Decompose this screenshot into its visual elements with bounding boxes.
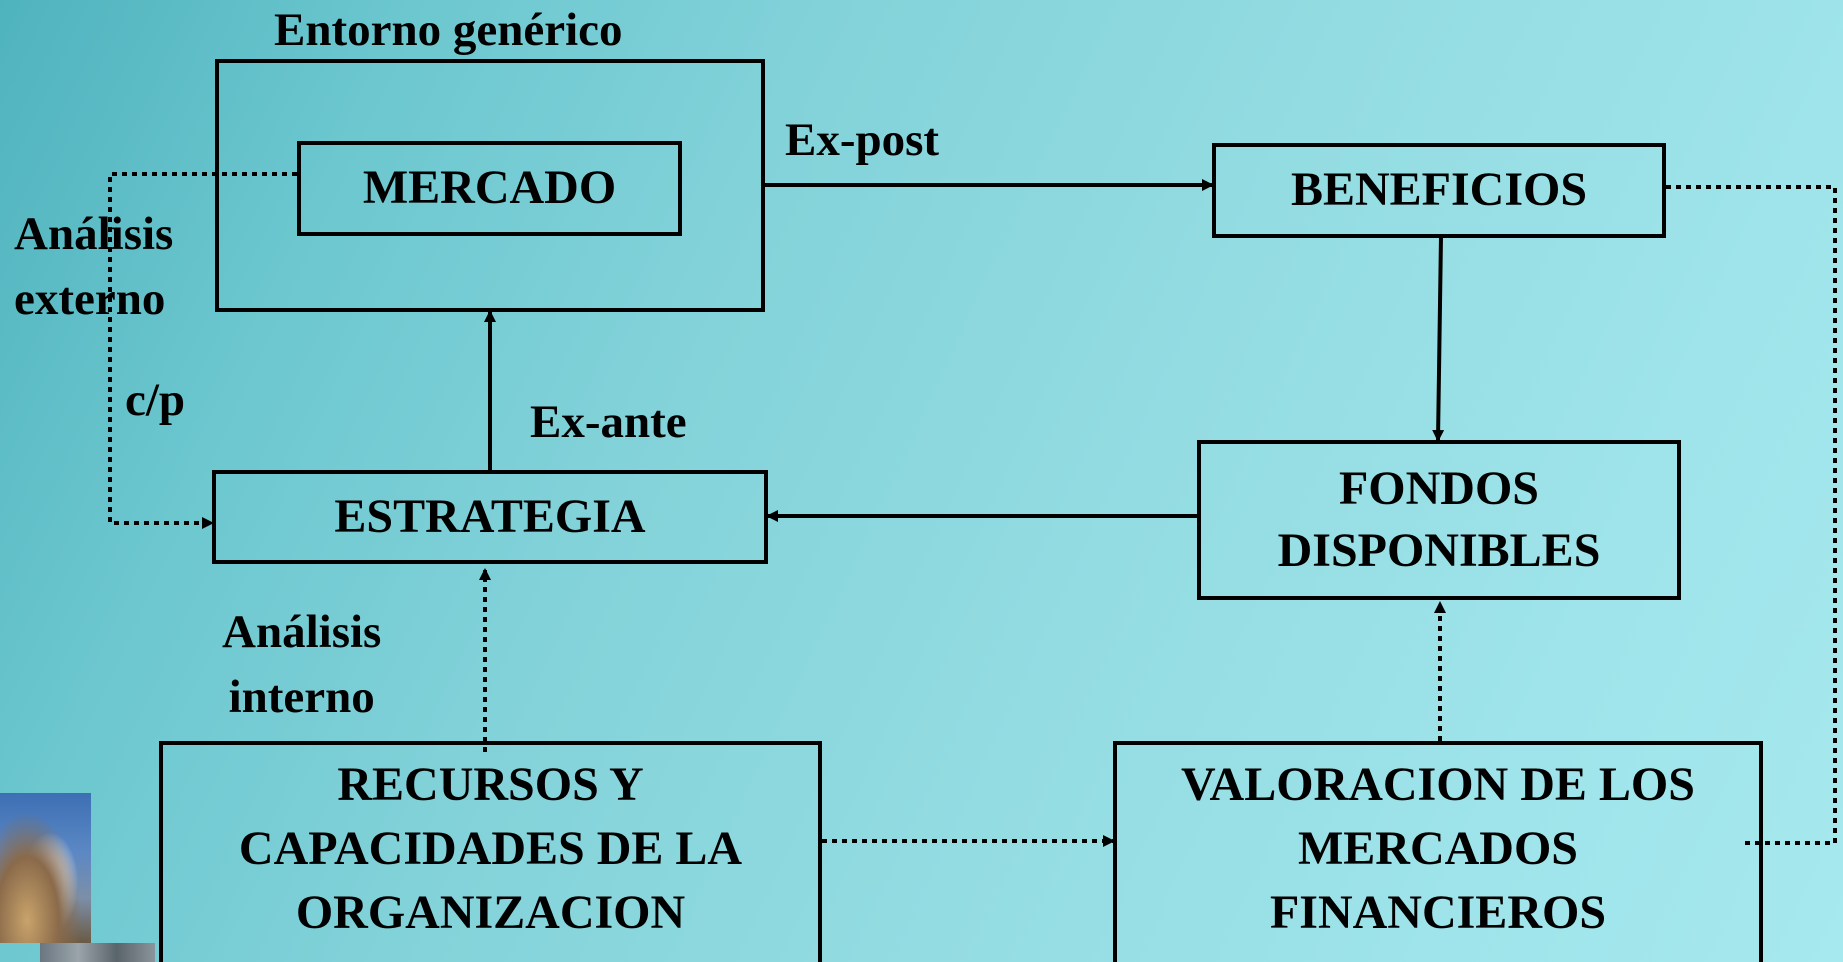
fondos-disponibles-box: FONDOS DISPONIBLES [1197, 440, 1681, 600]
ex-post-label: Ex-post [785, 114, 940, 166]
analisis-interno-label: Análisis interno [222, 600, 381, 730]
recursos-capacidades-box: RECURSOS Y CAPACIDADES DE LA ORGANIZACIO… [159, 741, 822, 962]
recursos-line-1: RECURSOS Y [337, 758, 644, 811]
analisis-externo-line-1: Análisis [14, 208, 174, 260]
analisis-interno-line-1: Análisis [222, 606, 382, 658]
decorative-strip-image [40, 943, 155, 962]
entorno-generico-frame [215, 59, 765, 312]
ex-ante-label: Ex-ante [530, 396, 687, 448]
fondos-line-1: FONDOS [1338, 461, 1539, 515]
arrow-beneficios-fondos [1432, 235, 1445, 442]
rocket-launch-image [0, 793, 91, 943]
beneficios-label: BENEFICIOS [1290, 163, 1588, 217]
valoracion-line-1: VALORACION DE LOS [1181, 758, 1695, 811]
fondos-line-2: DISPONIBLES [1277, 524, 1601, 577]
analisis-externo-label: Análisis externo [14, 202, 173, 332]
recursos-line-2: CAPACIDADES DE LA [238, 821, 743, 875]
dotted-beneficios-loop [1666, 185, 1837, 845]
cp-label: c/p [125, 374, 186, 426]
estrategia-label: ESTRATEGIA [334, 489, 646, 543]
dotted-analisis-externo [108, 172, 297, 529]
valoracion-line-3: FINANCIEROS [1269, 885, 1607, 939]
entorno-generico-label: Entorno genérico [274, 4, 623, 56]
mercado-label: MERCADO [362, 161, 617, 215]
analisis-externo-line-2: externo [14, 272, 166, 325]
beneficios-box: BENEFICIOS [1212, 143, 1666, 238]
valoracion-line-2: MERCADOS [1297, 821, 1578, 875]
valoracion-mercados-box: VALORACION DE LOS MERCADOS FINANCIEROS [1113, 741, 1763, 962]
estrategia-box: ESTRATEGIA [212, 470, 768, 564]
mercado-box: MERCADO [297, 141, 682, 236]
analisis-interno-line-2: interno [228, 670, 375, 723]
recursos-line-3: ORGANIZACION [295, 885, 686, 939]
